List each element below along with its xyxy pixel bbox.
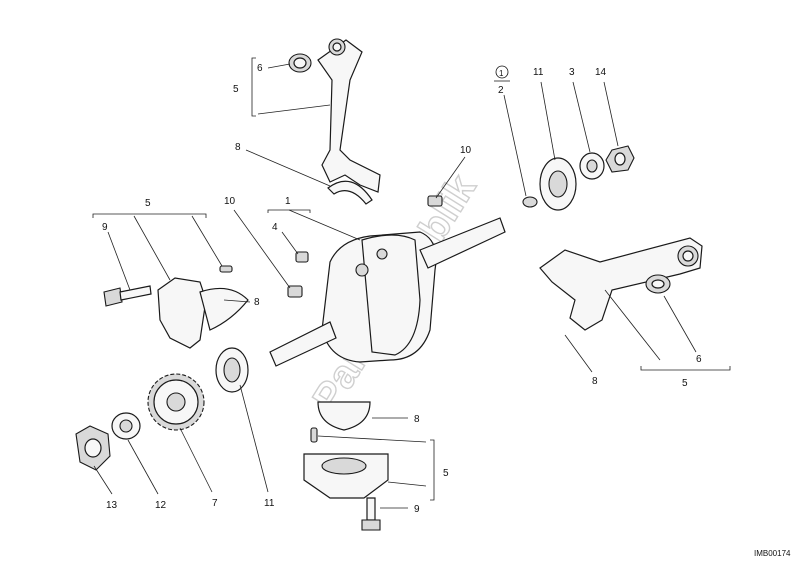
callout-14: 14 — [595, 67, 607, 78]
bolt-9-left[interactable] — [103, 285, 152, 307]
dowel-4[interactable] — [295, 251, 309, 263]
bearing-shell-top[interactable] — [327, 180, 373, 205]
dowel-10-top[interactable] — [427, 195, 443, 207]
washer-12[interactable] — [111, 412, 141, 440]
rod-cap-left[interactable] — [157, 277, 249, 349]
leader-lines — [92, 57, 731, 509]
washer-3[interactable] — [579, 152, 605, 180]
callout-5-bottom: 5 — [443, 468, 449, 479]
crank-gear-small[interactable] — [522, 196, 538, 208]
callout-10-mid: 10 — [224, 196, 236, 207]
callout-7: 7 — [212, 498, 218, 509]
diagram-code: IMB00174 — [754, 549, 791, 558]
callout-13: 13 — [106, 500, 118, 511]
callout-8-top: 8 — [235, 142, 241, 153]
callout-2: 2 — [498, 85, 504, 96]
callout-1: 1 — [285, 196, 291, 207]
connecting-rod-right[interactable] — [539, 237, 703, 331]
crankshaft[interactable] — [269, 217, 506, 367]
pin-left[interactable] — [219, 265, 233, 273]
callout-9-bottom: 9 — [414, 504, 420, 515]
bolt-9-bottom[interactable] — [361, 497, 381, 531]
callout-8-bottom: 8 — [414, 414, 420, 425]
callout-6-right: 6 — [696, 354, 702, 365]
washer-11-bottom[interactable] — [215, 347, 249, 393]
dowel-10-mid[interactable] — [287, 285, 303, 298]
circled-marker-ring — [495, 65, 509, 79]
callout-labels: 5 6 8 10 1 4 10 5 9 8 1 2 11 3 14 6 5 8 … — [102, 63, 702, 515]
gear-11-top[interactable] — [539, 157, 577, 211]
pin-bottom[interactable] — [310, 427, 318, 443]
callout-6-top: 6 — [257, 63, 263, 74]
callout-8-right: 8 — [592, 376, 598, 387]
circled-marker: 1 — [499, 69, 504, 78]
callout-3: 3 — [569, 67, 575, 78]
nut-13[interactable] — [75, 425, 111, 471]
connecting-rod-top[interactable] — [317, 38, 381, 193]
gear-7[interactable] — [147, 373, 205, 431]
callout-9-left: 9 — [102, 222, 108, 233]
callout-8-left: 8 — [254, 297, 260, 308]
small-end-bushing-right[interactable] — [645, 274, 671, 294]
callout-5-right: 5 — [682, 378, 688, 389]
callout-11-top: 11 — [533, 67, 544, 78]
rod-cap-bottom[interactable] — [303, 453, 389, 499]
callout-5-left: 5 — [145, 198, 151, 209]
callout-12: 12 — [155, 500, 167, 511]
callout-5-top: 5 — [233, 84, 239, 95]
nut-14[interactable] — [605, 145, 635, 173]
callout-11-bottom: 11 — [264, 498, 275, 509]
callout-4: 4 — [272, 222, 278, 233]
callout-10-top: 10 — [460, 145, 472, 156]
bearing-shell-bottom[interactable] — [317, 401, 371, 431]
small-end-bushing-top[interactable] — [288, 53, 312, 73]
